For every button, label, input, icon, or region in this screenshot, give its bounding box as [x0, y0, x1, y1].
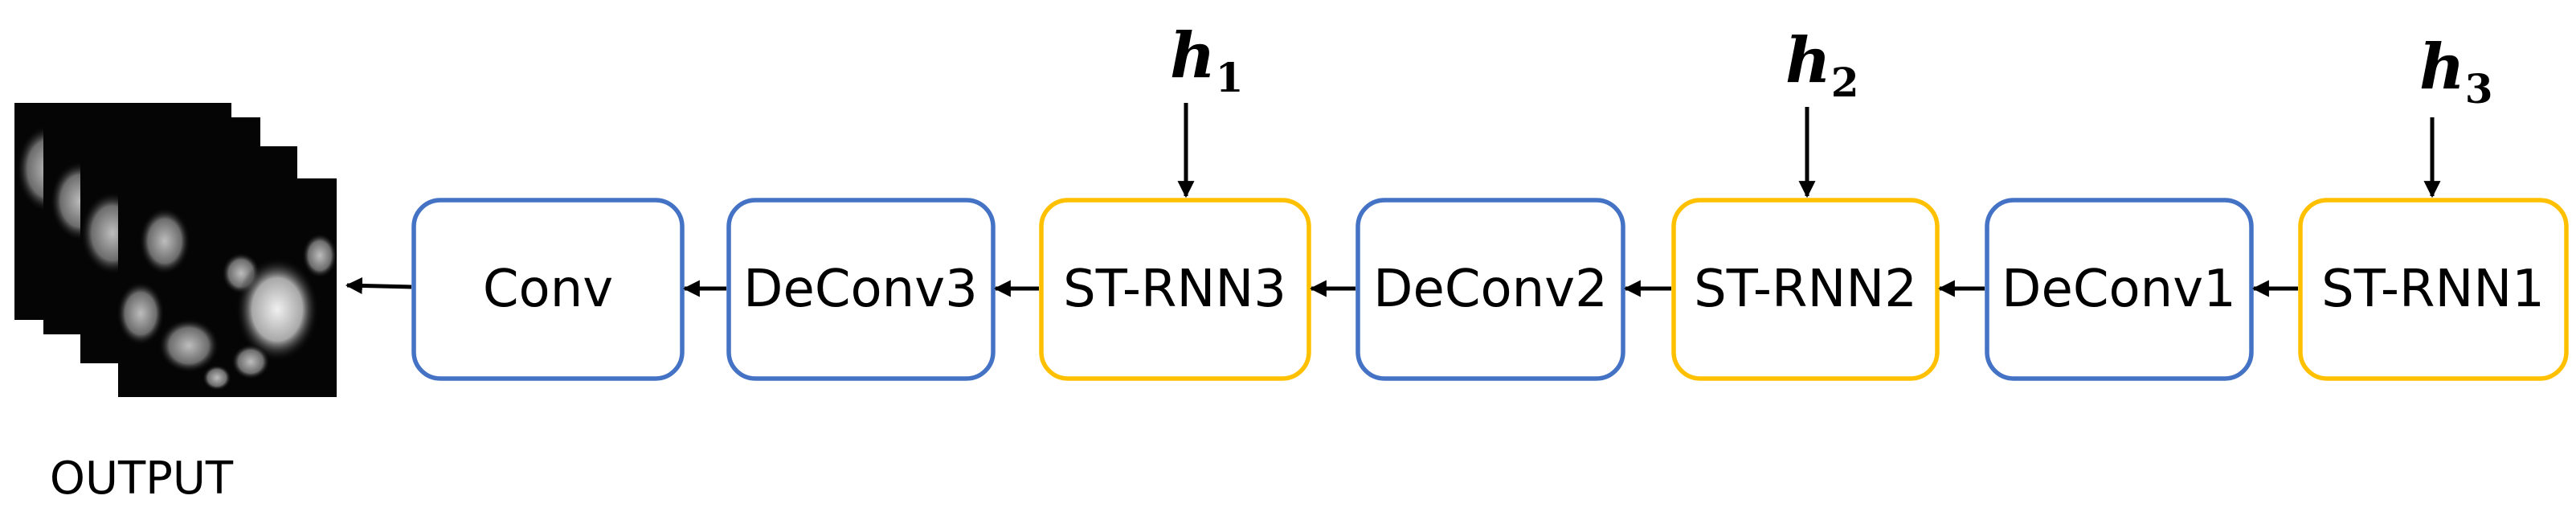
h1-symbol: h	[1170, 19, 1216, 92]
deconv2-block-label: DeConv2	[1373, 260, 1608, 319]
hidden-state-h3-label: h3	[2419, 31, 2493, 113]
strnn2-block-label: ST-RNN2	[1694, 260, 1917, 319]
deconv3-block: DeConv3	[726, 198, 996, 381]
output-frames-stack	[14, 103, 337, 397]
h3-symbol: h	[2419, 31, 2465, 104]
conv-block-label: Conv	[483, 260, 613, 319]
strnn3-block: ST-RNN3	[1039, 198, 1311, 381]
output-label: OUTPUT	[50, 453, 234, 505]
arrow-conv-to-output	[345, 276, 412, 294]
h1-subscript: 1	[1216, 54, 1244, 101]
conv-block: Conv	[411, 198, 685, 381]
h3-subscript: 3	[2465, 65, 2493, 113]
strnn1-block-label: ST-RNN1	[2321, 260, 2545, 319]
h2-subscript: 2	[1831, 59, 1859, 106]
deconv1-block: DeConv1	[1985, 198, 2254, 381]
strnn1-block: ST-RNN1	[2298, 198, 2569, 381]
deconv1-block-label: DeConv1	[2002, 260, 2236, 319]
deconv2-block: DeConv2	[1355, 198, 1625, 381]
strnn3-block-label: ST-RNN3	[1063, 260, 1286, 319]
deconv3-block-label: DeConv3	[743, 260, 978, 319]
h2-symbol: h	[1785, 24, 1831, 97]
hidden-state-h1-label: h1	[1170, 19, 1244, 101]
strnn2-block: ST-RNN2	[1671, 198, 1940, 381]
hidden-state-h2-label: h2	[1785, 24, 1859, 106]
